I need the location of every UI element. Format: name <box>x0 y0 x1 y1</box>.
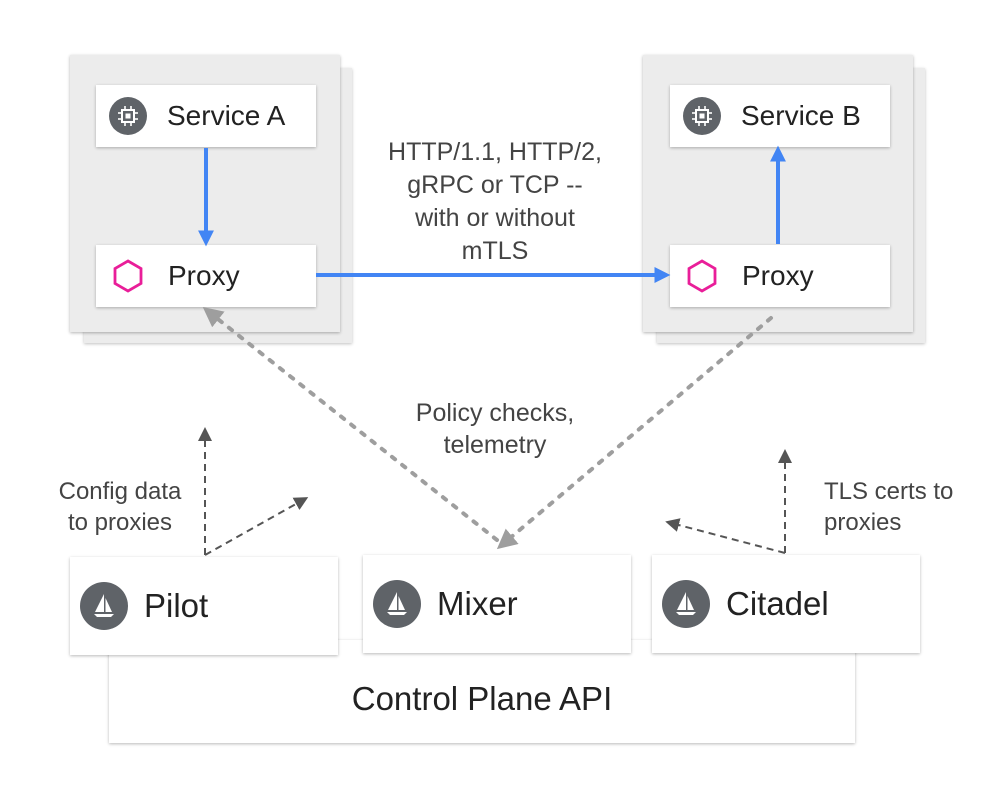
hexagon-icon <box>113 259 143 293</box>
pilot-box: Pilot <box>70 557 338 655</box>
proxy-b-label: Proxy <box>742 260 814 291</box>
tls-label-line: proxies <box>824 509 902 536</box>
control-plane-api-box: Control Plane API <box>109 640 855 743</box>
sailboat-icon <box>373 580 421 628</box>
mixer-to-proxy-a-arrow <box>202 307 499 542</box>
tls-label-line: TLS certs to <box>824 478 954 505</box>
service-b-card: Service B <box>670 85 890 147</box>
proxy-b-card: Proxy <box>670 245 890 307</box>
control-plane-api-label: Control Plane API <box>351 679 613 717</box>
config-label-line: Config data <box>58 478 182 505</box>
mixer-label: Mixer <box>437 585 518 622</box>
hexagon-icon <box>687 259 717 293</box>
policy-label: Policy checks, telemetry <box>360 397 630 461</box>
citadel-label: Citadel <box>726 585 829 622</box>
mixer-box: Mixer <box>363 555 631 653</box>
proxy-a-card: Proxy <box>96 245 316 307</box>
sailboat-icon <box>80 582 128 630</box>
service-a-card: Service A <box>96 85 316 147</box>
service-a-label: Service A <box>167 100 286 131</box>
policy-label-line: telemetry <box>443 431 547 459</box>
edge-label-line: HTTP/1.1, HTTP/2, <box>388 138 602 166</box>
proxy-a-label: Proxy <box>168 260 240 291</box>
pilot-label: Pilot <box>144 587 209 624</box>
sailboat-icon <box>662 580 710 628</box>
service-b-label: Service B <box>741 100 861 131</box>
config-label: Config data to proxies <box>30 476 210 538</box>
tls-label: TLS certs to proxies <box>824 476 994 538</box>
pilot-diagonal-arrow <box>204 497 309 556</box>
edge-label-line: mTLS <box>461 237 529 265</box>
chip-icon <box>683 97 721 135</box>
citadel-box: Citadel <box>652 555 920 653</box>
citadel-diagonal-arrow <box>665 518 786 554</box>
edge-label-line: with or without <box>415 204 575 232</box>
edge-label-line: gRPC or TCP -- <box>407 171 583 199</box>
edge-protocol-label: HTTP/1.1, HTTP/2, gRPC or TCP -- with or… <box>350 136 640 268</box>
chip-icon <box>109 97 147 135</box>
config-label-line: to proxies <box>67 509 173 536</box>
policy-label-line: Policy checks, <box>415 399 575 427</box>
